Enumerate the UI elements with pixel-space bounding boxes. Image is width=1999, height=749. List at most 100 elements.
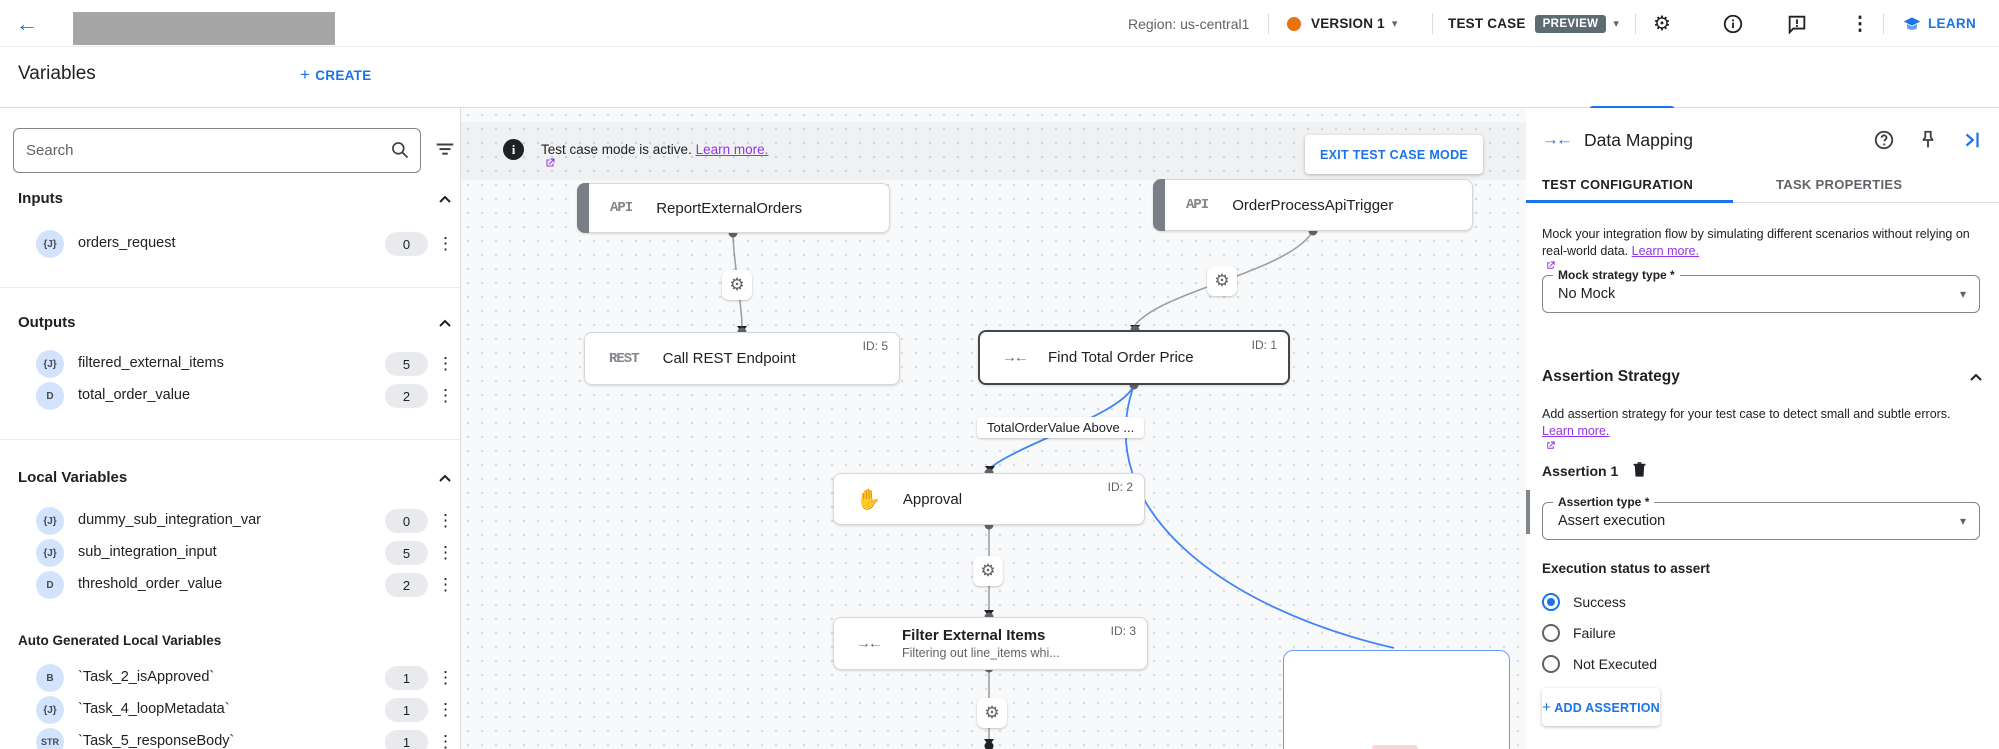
kebab-icon[interactable]: ⋮ xyxy=(437,668,454,687)
mock-strategy-select[interactable]: Mock strategy type * No Mock ▾ xyxy=(1542,268,1980,313)
kebab-icon[interactable]: ⋮ xyxy=(437,700,454,719)
version-status-dot xyxy=(1287,16,1301,31)
variable-row[interactable]: {J} filtered_external_items 5 ⋮ xyxy=(0,349,460,379)
divider xyxy=(1268,13,1269,34)
test-case-selector[interactable]: TEST CASE PREVIEW ▾ xyxy=(1448,14,1619,33)
chevron-up-icon[interactable] xyxy=(1968,370,1984,386)
settings-button[interactable]: ⚙ xyxy=(1653,0,1675,47)
variable-name: sub_integration_input xyxy=(78,544,217,560)
variables-sidebar: Inputs {J} orders_request 0 ⋮ Outputs {J… xyxy=(0,108,461,749)
learn-more-link[interactable]: Learn more. xyxy=(695,142,769,157)
chevron-up-icon[interactable] xyxy=(437,192,453,208)
info-button[interactable] xyxy=(1722,0,1744,47)
chevron-down-icon: ▾ xyxy=(1391,18,1398,30)
edge-gear-icon[interactable]: ⚙ xyxy=(973,556,1003,586)
variable-row[interactable]: D total_order_value 2 ⋮ xyxy=(0,381,460,411)
exit-test-case-mode-button[interactable]: EXIT TEST CASE MODE xyxy=(1305,135,1483,174)
variable-row[interactable]: STR `Task_5_responseBody` 1 ⋮ xyxy=(0,727,460,749)
tab-task-properties[interactable]: TASK PROPERTIES xyxy=(1776,177,1903,192)
plus-icon: + xyxy=(1542,698,1552,716)
var-type-badge: {J} xyxy=(36,696,64,724)
version-selector[interactable]: VERSION 1 ▾ xyxy=(1287,0,1397,47)
var-type-badge: D xyxy=(36,382,64,410)
variable-row[interactable]: {J} orders_request 0 ⋮ xyxy=(0,229,460,259)
kebab-icon[interactable]: ⋮ xyxy=(437,511,454,530)
node-order-process-api-trigger[interactable]: API OrderProcessApiTrigger xyxy=(1153,179,1473,231)
learn-button[interactable]: LEARN xyxy=(1902,0,1976,47)
variable-row[interactable]: {J} sub_integration_input 5 ⋮ xyxy=(0,538,460,568)
info-icon xyxy=(1723,14,1743,33)
panel-title: Data Mapping xyxy=(1584,129,1693,150)
kebab-icon[interactable]: ⋮ xyxy=(437,543,454,562)
kebab-icon[interactable]: ⋮ xyxy=(437,354,454,373)
radio-success[interactable]: Success xyxy=(1542,592,1626,612)
variable-name: orders_request xyxy=(78,235,176,251)
var-type-badge: {J} xyxy=(36,507,64,535)
variable-row[interactable]: {J} `Task_4_loopMetadata` 1 ⋮ xyxy=(0,695,460,725)
region-label: Region: us-central1 xyxy=(1128,15,1250,32)
panel-scrollbar[interactable] xyxy=(1526,490,1530,534)
variable-row[interactable]: D threshold_order_value 2 ⋮ xyxy=(0,570,460,600)
kebab-icon[interactable]: ⋮ xyxy=(437,234,454,253)
node-subtitle: Filtering out line_items whi... xyxy=(902,646,1060,660)
edge-condition-label[interactable]: TotalOrderValue Above ... xyxy=(977,417,1145,438)
learn-more-link[interactable]: Learn more. xyxy=(1631,244,1700,258)
kebab-icon[interactable]: ⋮ xyxy=(437,575,454,594)
data-mapping-icon: →← xyxy=(1002,349,1029,366)
pin-icon[interactable] xyxy=(1917,129,1939,151)
edge-gear-icon[interactable]: ⚙ xyxy=(977,698,1007,728)
learn-more-link[interactable]: Learn more. xyxy=(1542,424,1610,438)
chevron-up-icon[interactable] xyxy=(437,316,453,332)
usage-count-badge: 1 xyxy=(385,666,428,690)
node-id-label: ID: 2 xyxy=(1107,480,1133,494)
radio-icon xyxy=(1542,593,1560,611)
section-header-outputs: Outputs xyxy=(18,314,76,331)
node-id-label: ID: 3 xyxy=(1110,624,1136,638)
gear-icon: ⚙ xyxy=(1653,12,1671,35)
add-assertion-button[interactable]: + ADD ASSERTION xyxy=(1542,688,1660,726)
external-link-icon xyxy=(1547,441,1555,449)
external-link-icon xyxy=(546,158,555,167)
tab-test-configuration[interactable]: TEST CONFIGURATION xyxy=(1542,177,1694,192)
search-icon[interactable] xyxy=(390,140,410,160)
sort-filter-icon[interactable] xyxy=(434,138,456,160)
variable-name: total_order_value xyxy=(78,387,191,403)
radio-failure[interactable]: Failure xyxy=(1542,623,1616,643)
node-call-rest-endpoint[interactable]: REST Call REST Endpoint ID: 5 xyxy=(584,332,900,385)
edge-gear-icon[interactable]: ⚙ xyxy=(722,270,752,300)
kebab-icon[interactable]: ⋮ xyxy=(437,386,454,405)
node-report-external-orders[interactable]: API ReportExternalOrders xyxy=(577,183,890,233)
chevron-up-icon[interactable] xyxy=(437,471,453,487)
api-tag: API xyxy=(1186,197,1209,213)
toolbar: Variables +CREATE ▾ ▶ TEST test-1 xyxy=(0,47,1999,143)
section-header-local-variables: Local Variables xyxy=(18,469,128,486)
help-icon[interactable] xyxy=(1873,129,1895,151)
assertion-1-label: Assertion 1 xyxy=(1542,463,1619,479)
node-approval[interactable]: ✋ Approval ID: 2 xyxy=(833,473,1145,525)
top-header: ← Region: us-central1 VERSION 1 ▾ TEST C… xyxy=(0,0,1999,47)
create-variable-button[interactable]: +CREATE xyxy=(300,65,372,84)
var-type-badge: {J} xyxy=(36,350,64,378)
variable-name: `Task_4_loopMetadata` xyxy=(78,701,230,717)
var-type-badge: D xyxy=(36,571,64,599)
radio-not-executed[interactable]: Not Executed xyxy=(1542,654,1657,674)
node-find-total-order-price[interactable]: →← Find Total Order Price ID: 1 xyxy=(978,330,1290,385)
variable-row[interactable]: {J} dummy_sub_integration_var 0 ⋮ xyxy=(0,506,460,536)
node-title: ReportExternalOrders xyxy=(656,199,803,217)
search-input[interactable] xyxy=(26,130,376,171)
collapse-panel-right-icon[interactable] xyxy=(1961,129,1983,151)
flow-canvas[interactable]: i Test case mode is active. Learn more. … xyxy=(461,108,1526,749)
delete-assertion-icon[interactable] xyxy=(1630,460,1649,479)
edge-gear-icon[interactable]: ⚙ xyxy=(1207,266,1237,296)
node-filter-external-items[interactable]: →← Filter External Items Filtering out l… xyxy=(833,617,1148,670)
kebab-icon[interactable]: ⋮ xyxy=(437,732,454,749)
node-title: Filter External Items xyxy=(902,627,1046,644)
more-options-button[interactable]: ⋮ xyxy=(1849,0,1871,47)
kebab-icon: ⋮ xyxy=(1850,13,1870,35)
variable-row[interactable]: B `Task_2_isApproved` 1 ⋮ xyxy=(0,663,460,693)
assertion-type-select[interactable]: Assertion type * Assert execution ▾ xyxy=(1542,495,1980,540)
selected-area-box[interactable] xyxy=(1283,650,1510,749)
var-type-badge: {J} xyxy=(36,539,64,567)
feedback-button[interactable] xyxy=(1786,0,1808,47)
back-arrow-icon[interactable]: ← xyxy=(16,11,38,36)
